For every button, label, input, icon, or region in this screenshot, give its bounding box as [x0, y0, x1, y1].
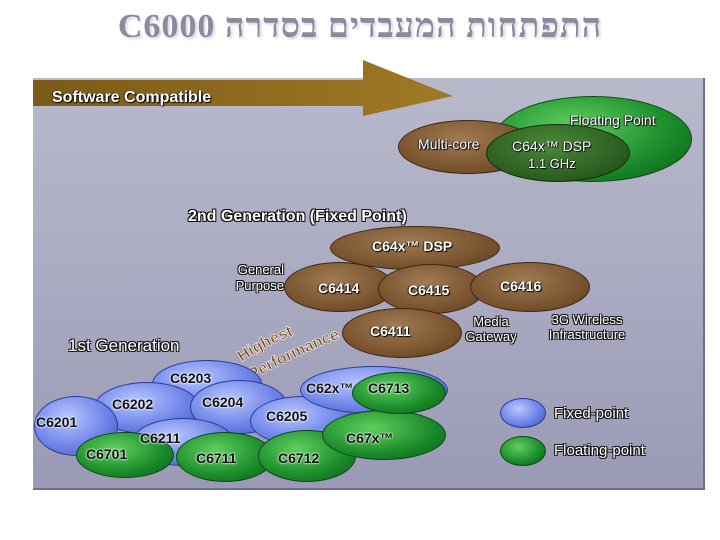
chip-c6416-blob — [470, 262, 590, 312]
c67x-blob — [322, 410, 446, 460]
media-gateway-label: Media Gateway — [465, 314, 517, 344]
chip-c6205: C6205 — [266, 408, 308, 424]
chip-c6211: C6211 — [140, 430, 181, 446]
page-title: C6000 התפתחות המעבדים בסדרה — [117, 8, 603, 45]
chip-c6701-blob — [76, 432, 174, 478]
highest-performance-text: Highest Performance — [234, 322, 342, 383]
chip-c6411-blob — [342, 308, 462, 358]
legend-floating-swatch — [500, 436, 546, 466]
wireless-infrastructure-label: 3G Wireless Infrastructure — [548, 312, 626, 342]
chip-c6411: C6411 — [370, 323, 411, 339]
chip-c6713: C6713 — [368, 380, 410, 396]
ghz-label: 1.1 GHz — [528, 156, 576, 171]
c62x-label: C62x™ — [306, 380, 354, 396]
floating-point-label: Floating Point — [570, 112, 656, 128]
chip-c6712: C6712 — [278, 450, 320, 466]
first-gen-label: 1st Generation — [68, 336, 180, 355]
chip-c6202: C6202 — [112, 396, 154, 412]
legend-fixed-label: Fixed-point — [554, 405, 629, 422]
c64x-dsp-family-label: C64x™ DSP — [372, 238, 453, 254]
c67x-label: C67x™ — [346, 430, 394, 446]
chip-c6204: C6204 — [202, 394, 244, 410]
legend-fixed-swatch — [500, 398, 546, 428]
chip-c6711: C6711 — [196, 450, 237, 466]
chip-c6414: C6414 — [318, 280, 360, 296]
chip-c6711-blob — [176, 432, 274, 482]
c64x-dsp-top-blob — [486, 124, 630, 182]
second-gen-label: 2nd Generation (Fixed Point) — [188, 208, 407, 225]
legend-floating-label: Floating-point — [554, 442, 645, 459]
software-compatible-label: Software Compatible — [52, 89, 212, 106]
c64x-dsp-top-label: C64x™ DSP — [512, 138, 592, 154]
software-compatible-arrow — [33, 60, 453, 116]
chip-c6713-blob — [352, 372, 446, 414]
multi-core-label: Multi-core — [418, 136, 480, 152]
chip-c6415: C6415 — [408, 282, 450, 298]
chip-c6701: C6701 — [86, 446, 128, 462]
chip-c6416: C6416 — [500, 278, 542, 294]
chip-c6203: C6203 — [170, 370, 212, 386]
chip-c6201: C6201 — [36, 414, 78, 430]
general-purpose-label: General Purpose — [235, 262, 284, 293]
